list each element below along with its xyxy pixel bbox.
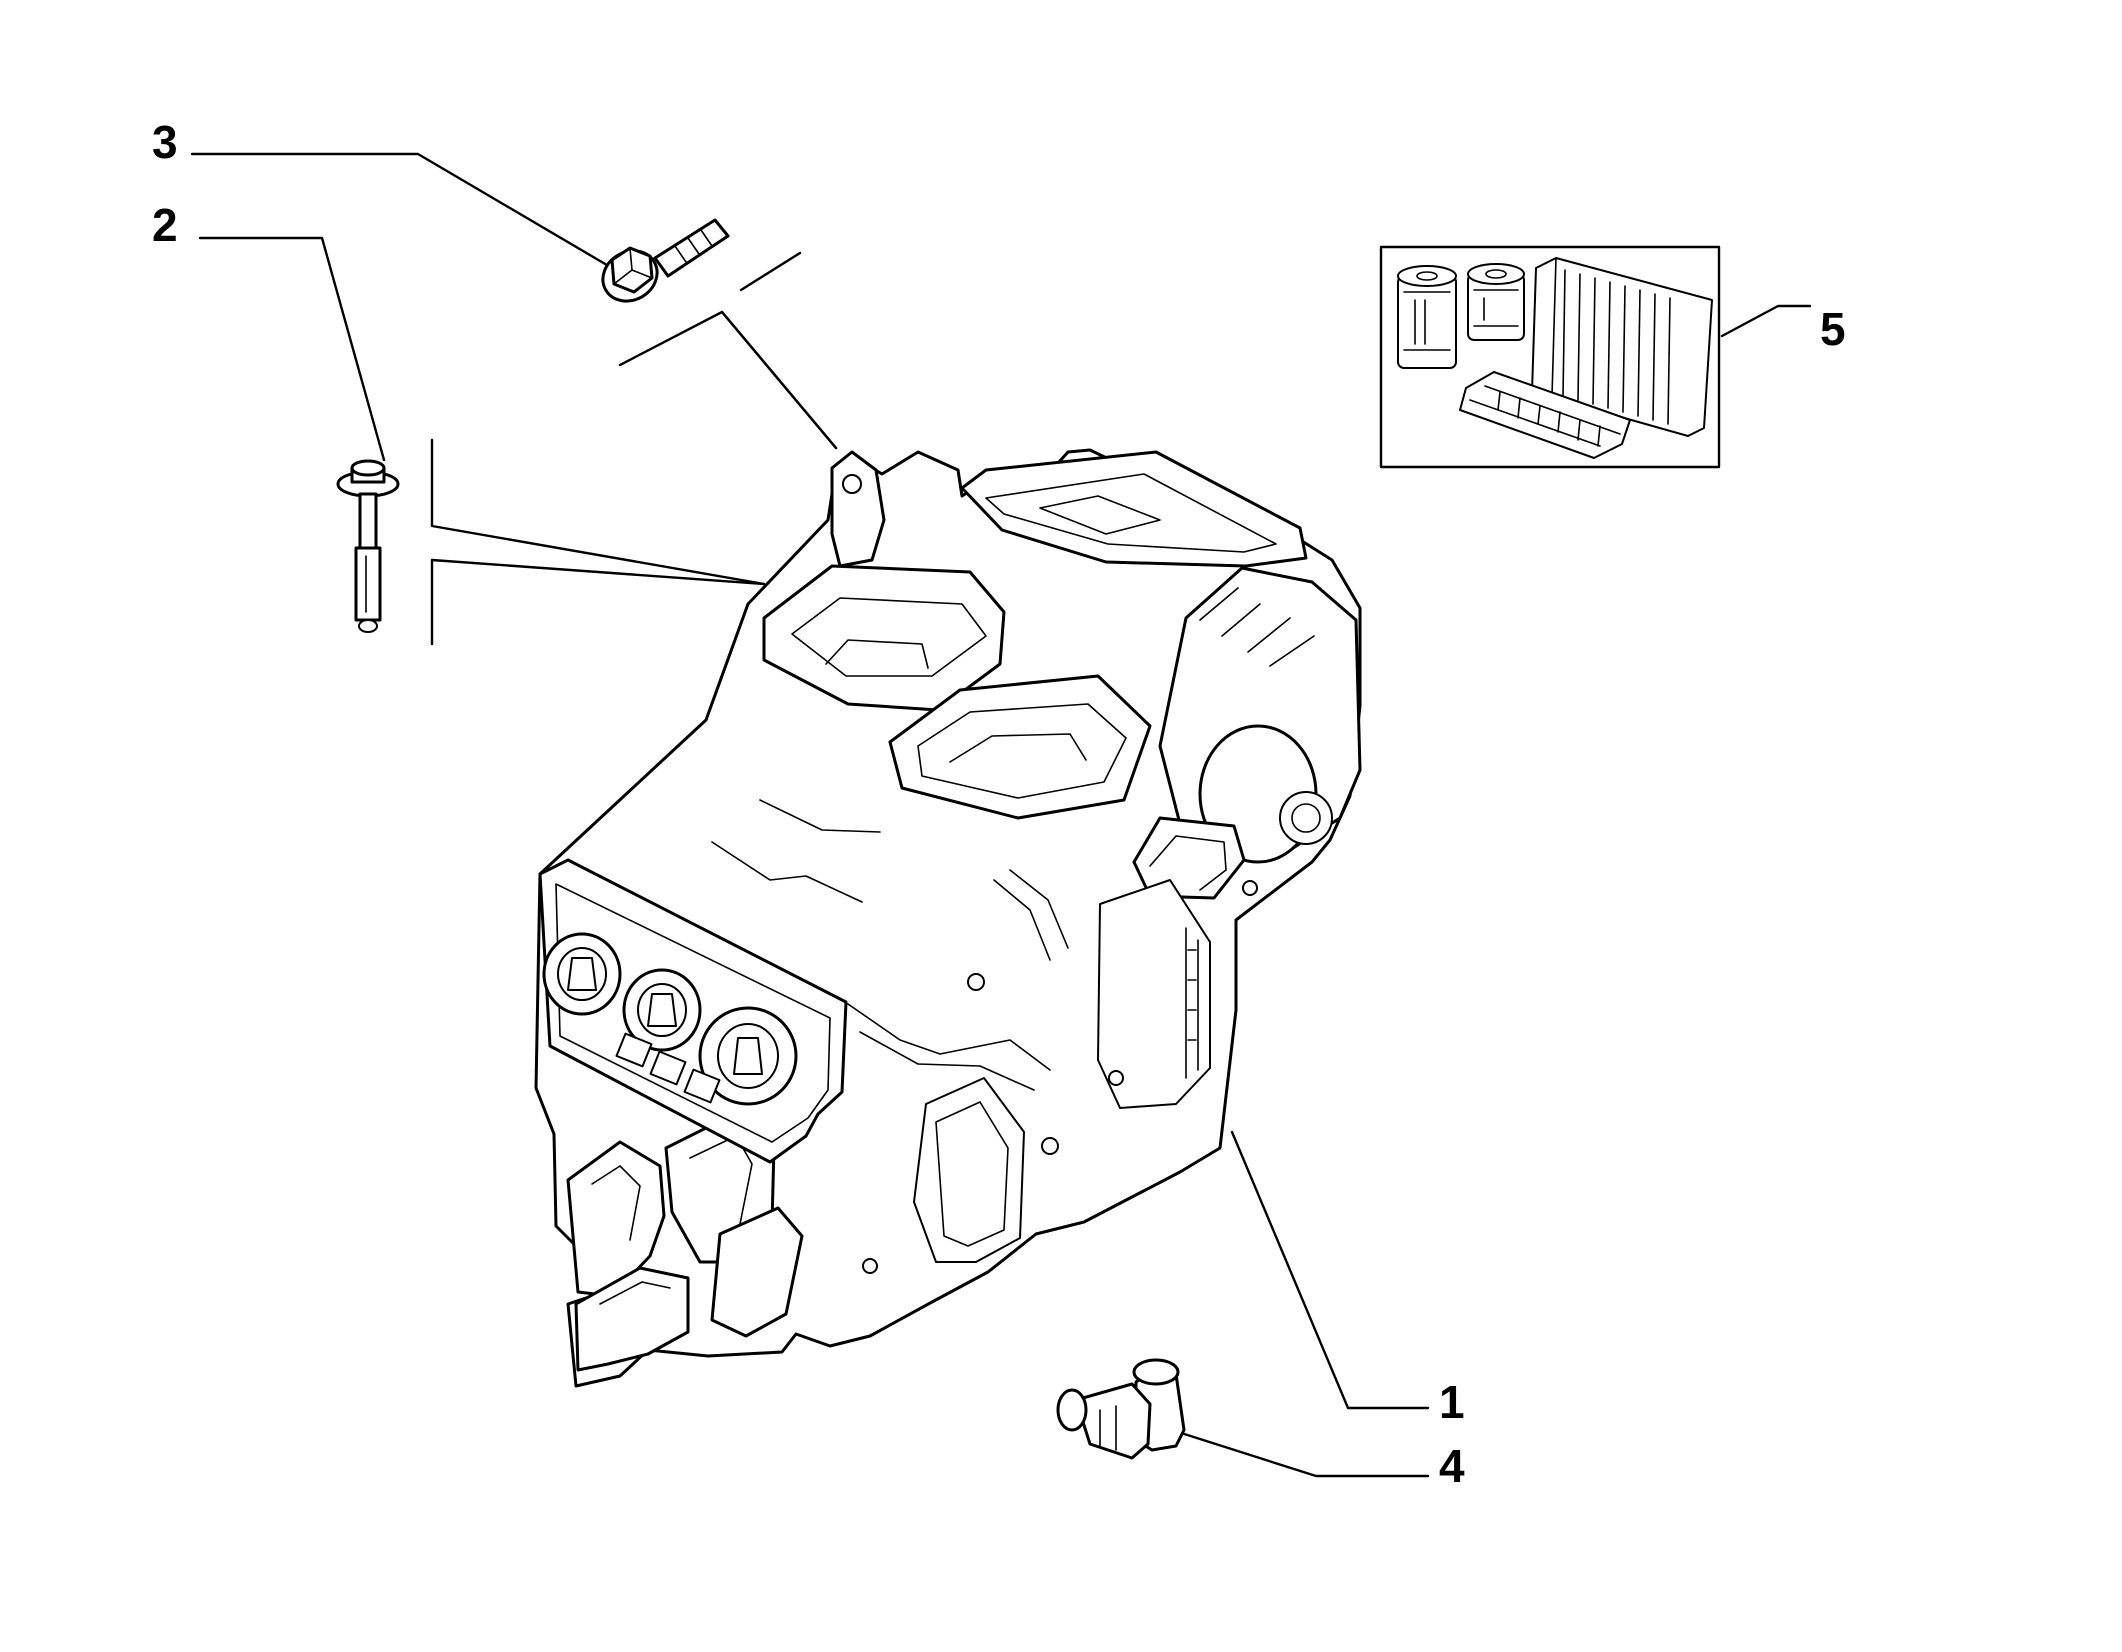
heater-hvac-unit-icon bbox=[534, 448, 1362, 1388]
long-bolt-icon bbox=[336, 438, 766, 646]
filter-kit-box bbox=[1379, 245, 1721, 469]
callout-label-5: 5 bbox=[1820, 303, 1846, 355]
callout-label-4: 4 bbox=[1439, 1440, 1465, 1492]
leader-line-1 bbox=[1230, 1130, 1430, 1410]
filter-kit-icon bbox=[1397, 257, 1713, 459]
callout-3[interactable]: 3 bbox=[152, 116, 614, 270]
leader-line-4 bbox=[1176, 1430, 1430, 1478]
drain-elbow-hose-icon bbox=[1056, 1358, 1186, 1460]
callout-5[interactable]: 5 bbox=[1379, 245, 1846, 469]
leader-line-5 bbox=[1720, 304, 1812, 338]
callout-4[interactable]: 4 bbox=[1176, 1430, 1465, 1492]
leader-line-3 bbox=[190, 152, 614, 270]
flange-bolt-icon bbox=[601, 218, 838, 450]
callout-label-1: 1 bbox=[1439, 1376, 1465, 1428]
callout-2[interactable]: 2 bbox=[152, 199, 386, 462]
callout-label-2: 2 bbox=[152, 199, 178, 251]
leader-line-2 bbox=[198, 236, 386, 462]
callout-1[interactable]: 1 bbox=[1230, 1130, 1465, 1428]
callout-label-3: 3 bbox=[152, 116, 178, 168]
